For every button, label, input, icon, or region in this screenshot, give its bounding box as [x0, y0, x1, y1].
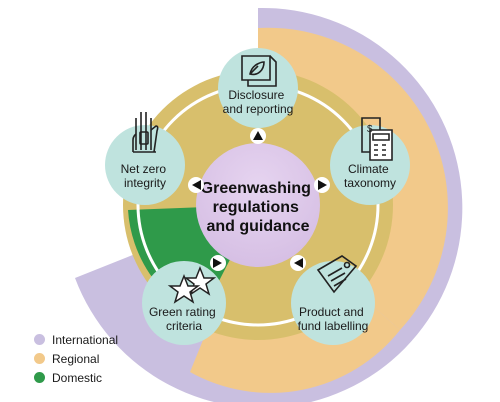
calculator-icon: $ [361, 117, 393, 161]
netzero-line-2: integrity [124, 176, 166, 190]
legend-label-domestic: Domestic [52, 370, 103, 385]
svg-text:Disclosure and reporting: Disclosure and reporting [223, 88, 294, 116]
svg-text:Green rating criteria: Green rating criteria [149, 305, 219, 333]
legend-label-international: International [52, 332, 119, 347]
svg-text:Greenwashing regulations: Greenwashing regulations and guidance [201, 180, 316, 235]
labelling-line-1: Product and [299, 305, 364, 319]
legend-item-regional: Regional [34, 349, 118, 368]
taxonomy-line-2: taxonomy [344, 176, 396, 190]
taxonomy-line-1: Climate [348, 162, 389, 176]
legend-item-international: International [34, 330, 118, 349]
center-circle [196, 143, 320, 267]
arrow-to-netzero [192, 180, 201, 190]
legend-item-domestic: Domestic [34, 368, 118, 387]
node-netzero: Net zero integrity [105, 112, 185, 205]
legend-swatch-regional [34, 353, 45, 364]
netzero-line-1: Net zero [121, 162, 167, 176]
arrow-to-disclosure [253, 131, 263, 140]
stars-icon [167, 265, 217, 304]
svg-text:$: $ [367, 124, 373, 135]
disclosure-line-2: and reporting [223, 102, 294, 116]
arrow-to-taxonomy [318, 180, 327, 190]
svg-text:Net zero integrity: Net zero integrity [121, 162, 170, 190]
node-rating: Green rating criteria [142, 261, 226, 345]
legend-swatch-international [34, 334, 45, 345]
legend-swatch-domestic [34, 372, 45, 383]
labelling-line-2: fund labelling [298, 319, 369, 333]
node-disclosure: Disclosure and reporting [218, 48, 298, 128]
node-labelling: Product and fund labelling [291, 255, 375, 345]
arrow-to-rating [213, 258, 222, 268]
center-line-1: Greenwashing [201, 180, 311, 197]
center-line-2: regulations [213, 199, 299, 216]
tag-icon [316, 255, 358, 294]
svg-text:Product and fund labelli: Product and fund labelling [298, 305, 369, 333]
arrow-to-labelling [294, 258, 303, 268]
svg-text:Climate taxonomy: Climate taxonomy [344, 162, 396, 190]
node-taxonomy: $ Climate taxonomy [330, 117, 410, 205]
legend: International Regional Domestic [34, 330, 118, 387]
rating-line-1: Green rating [149, 305, 216, 319]
center-line-3: and guidance [206, 218, 309, 235]
raised-hand-icon [132, 112, 159, 153]
rating-line-2: criteria [166, 319, 202, 333]
legend-label-regional: Regional [52, 351, 100, 366]
document-leaf-icon [241, 55, 277, 87]
disclosure-line-1: Disclosure [228, 88, 284, 102]
